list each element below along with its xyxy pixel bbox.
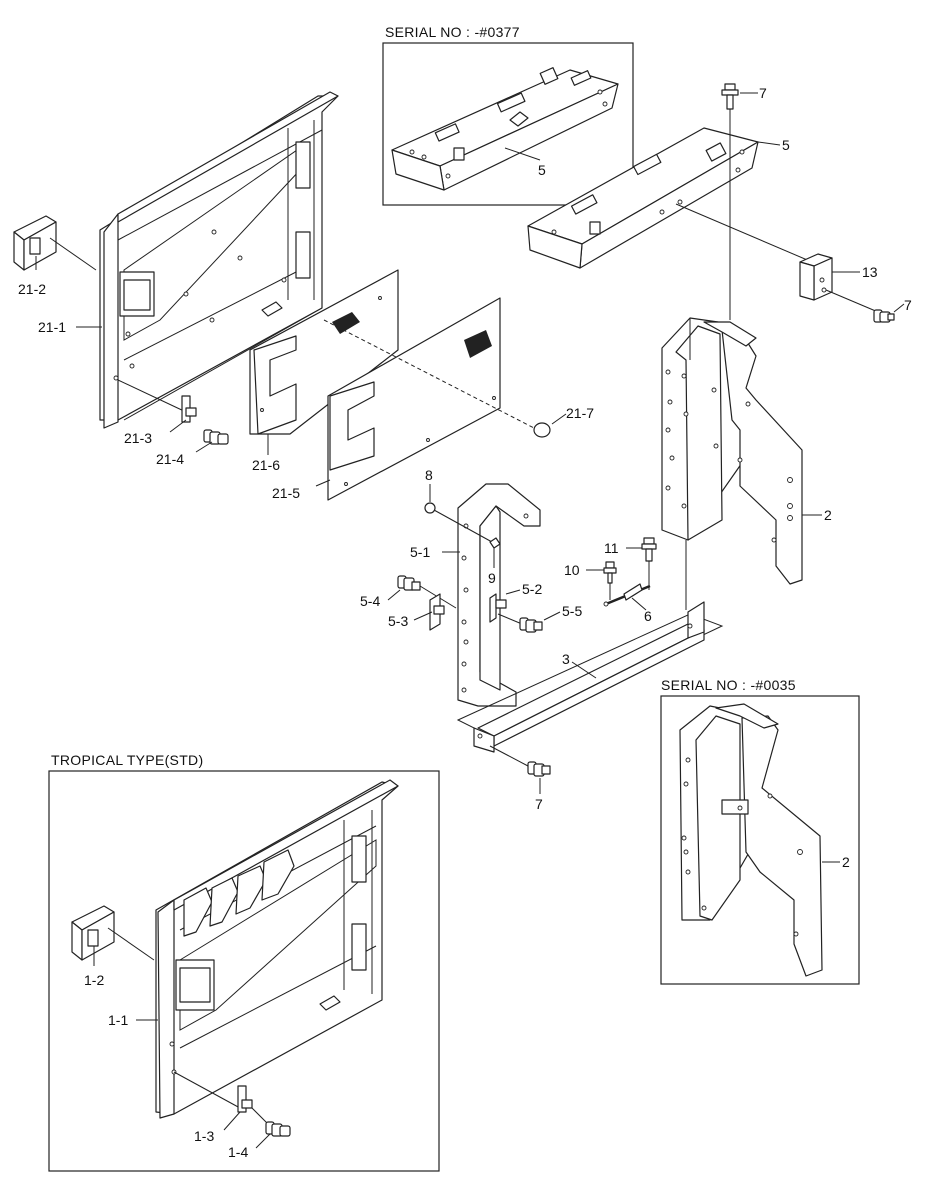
cover-21-5 xyxy=(327,297,501,501)
callout-2-main: 2 xyxy=(824,507,832,523)
part-3-crossbar xyxy=(456,601,724,753)
callout-8: 8 xyxy=(425,467,433,483)
inset-frame-tropical xyxy=(48,770,440,1172)
nut-9 xyxy=(489,537,501,549)
bolt-5-4 xyxy=(397,575,421,591)
callout-2-inset: 2 xyxy=(842,854,850,870)
latch-1-3 xyxy=(237,1085,253,1113)
bolt-11 xyxy=(641,537,657,562)
bolt-21-4 xyxy=(203,429,229,445)
callout-21-1: 21-1 xyxy=(38,319,66,335)
bolt-5-5 xyxy=(519,617,543,633)
callout-1-2: 1-2 xyxy=(84,972,104,988)
callout-5-4: 5-4 xyxy=(360,593,380,609)
callout-21-7: 21-7 xyxy=(566,405,594,421)
rod-6 xyxy=(603,583,651,607)
callout-5-main: 5 xyxy=(782,137,790,153)
part-2-pillar xyxy=(661,317,803,610)
callout-3: 3 xyxy=(562,651,570,667)
callout-1-3: 1-3 xyxy=(194,1128,214,1144)
part-13-small-bracket xyxy=(799,253,833,301)
callout-11: 11 xyxy=(604,540,619,556)
callout-21-2: 21-2 xyxy=(18,281,46,297)
part-2-pillar-variant xyxy=(679,703,823,977)
plate-5-2 xyxy=(489,593,507,623)
callout-5-2: 5-2 xyxy=(522,581,542,597)
inset-frame-0035 xyxy=(660,695,860,985)
inset-heading-tropical: TROPICAL TYPE(STD) xyxy=(51,752,203,768)
callout-9: 9 xyxy=(488,570,496,586)
bolt-7-top xyxy=(721,83,739,110)
inset-tropical-type: TROPICAL TYPE(STD) xyxy=(48,752,440,1172)
callout-1-4: 1-4 xyxy=(228,1144,248,1160)
callout-21-6: 21-6 xyxy=(252,457,280,473)
inset-heading-0035: SERIAL NO : -#0035 xyxy=(661,677,796,693)
callout-7-top: 7 xyxy=(759,85,767,101)
callout-5-3: 5-3 xyxy=(388,613,408,629)
callout-6: 6 xyxy=(644,608,652,624)
callout-21-5: 21-5 xyxy=(272,485,300,501)
callout-10: 10 xyxy=(564,562,580,578)
inset-frame-0377 xyxy=(382,42,634,206)
callout-13: 13 xyxy=(862,264,878,280)
callout-5-1: 5-1 xyxy=(410,544,430,560)
callout-5-inset: 5 xyxy=(538,162,546,178)
latch-21-3 xyxy=(181,395,197,423)
inset-serial-0377: SERIAL NO : -#0377 5 xyxy=(382,24,634,206)
bolt-7-right xyxy=(873,309,895,323)
plug-21-7 xyxy=(533,422,551,438)
latch-5-3 xyxy=(429,593,445,631)
handle-21-2 xyxy=(13,215,57,271)
handle-1-2 xyxy=(71,905,115,961)
bolt-10 xyxy=(603,561,617,584)
bolt-8 xyxy=(424,502,436,514)
callout-7-bottom: 7 xyxy=(535,796,543,812)
inset-heading-0377: SERIAL NO : -#0377 xyxy=(385,24,520,40)
callout-5-5: 5-5 xyxy=(562,603,582,619)
bolt-7-bottom xyxy=(527,761,551,777)
callout-1-1: 1-1 xyxy=(108,1012,128,1028)
part-5-bracket-variant xyxy=(391,67,619,191)
door-frame-1-1 xyxy=(155,779,399,1119)
callout-7-right: 7 xyxy=(904,297,912,313)
part-5-bracket xyxy=(527,127,759,269)
inset-serial-0035: SERIAL NO : -#0035 2 xyxy=(660,677,860,985)
door-frame-21-1 xyxy=(99,91,339,429)
callout-21-4: 21-4 xyxy=(156,451,184,467)
callout-21-3: 21-3 xyxy=(124,430,152,446)
